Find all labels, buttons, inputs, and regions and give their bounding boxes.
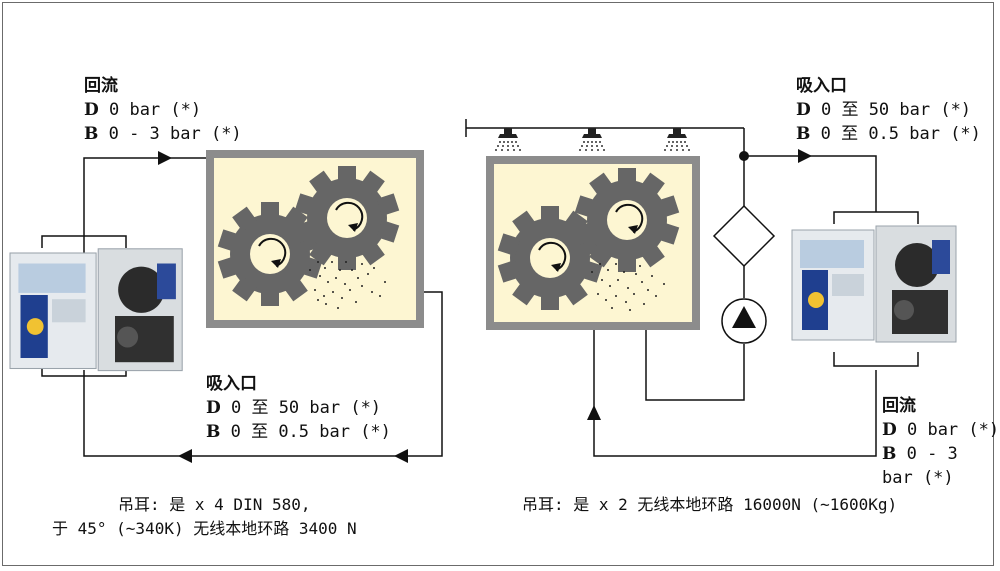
spray-nozzle-2-icon	[579, 128, 605, 151]
right-lifting-bracket-bottom	[833, 352, 919, 367]
left-intake-arrow-2	[178, 449, 192, 463]
left-intake-b-key: B	[206, 422, 221, 442]
right-return-b-value-cont: bar (*)	[882, 468, 954, 488]
right-intake-title: 吸入口	[796, 76, 847, 96]
left-machine-image	[9, 248, 183, 372]
left-return-arrow	[158, 151, 172, 165]
spray-nozzle-1-icon	[495, 128, 521, 151]
left-caption-line2: 于 45° (~340K) 无线本地环路 3400 N	[52, 519, 357, 538]
left-return-title: 回流	[84, 76, 118, 96]
right-particles	[591, 263, 665, 311]
left-return-b-value: 0 - 3 bar (*)	[98, 124, 242, 144]
left-intake-b-value: 0 至 0.5 bar (*)	[220, 422, 391, 442]
right-return-line	[587, 326, 877, 457]
left-return-d-key: D	[84, 100, 99, 120]
right-intake-b-key: B	[796, 124, 811, 144]
right-intake-d-value: 0 至 50 bar (*)	[810, 100, 972, 120]
right-return-arrow	[587, 405, 601, 420]
right-lifting-bracket-top	[833, 211, 919, 224]
right-return-b-value: 0 - 3	[896, 444, 958, 464]
right-intake-line	[744, 149, 877, 212]
right-machine-image	[791, 225, 957, 343]
diagram-frame	[2, 2, 994, 566]
left-gear-1	[216, 201, 324, 307]
left-return-d-value: 0 bar (*)	[98, 100, 202, 120]
right-intake-arrow	[798, 149, 812, 163]
pump-icon	[721, 298, 767, 344]
right-caption: 吊耳: 是 x 2 无线本地环路 16000N (~1600Kg)	[522, 495, 898, 514]
right-recirc-line	[645, 156, 745, 401]
right-return-label: 回流 D 0 bar (*) B 0 - 3 bar (*)	[882, 394, 999, 490]
spray-nozzle-3-icon	[664, 128, 690, 151]
right-gear-1	[496, 205, 604, 311]
right-return-d-key: D	[882, 420, 897, 440]
left-intake-d-value: 0 至 50 bar (*)	[220, 398, 382, 418]
left-return-label: 回流 D 0 bar (*) B 0 - 3 bar (*)	[84, 74, 242, 146]
left-intake-line	[83, 291, 443, 463]
left-lifting-bracket-top	[41, 235, 127, 248]
filter-icon	[712, 204, 776, 268]
left-caption-line1: 吊耳: 是 x 4 DIN 580,	[118, 495, 311, 514]
left-lifting-bracket-bottom	[41, 368, 127, 377]
right-return-title: 回流	[882, 396, 916, 416]
left-gear-2	[293, 165, 401, 271]
left-intake-label: 吸入口 D 0 至 50 bar (*) B 0 至 0.5 bar (*)	[206, 372, 391, 444]
right-return-b-key: B	[882, 444, 897, 464]
left-particles	[309, 261, 386, 309]
right-gear-2	[573, 167, 681, 273]
left-return-line	[83, 151, 210, 268]
left-return-b-key: B	[84, 124, 99, 144]
left-intake-arrow-1	[394, 449, 408, 463]
right-intake-d-key: D	[796, 100, 811, 120]
right-return-d-value: 0 bar (*)	[896, 420, 1000, 440]
right-intake-b-value: 0 至 0.5 bar (*)	[810, 124, 981, 144]
left-intake-title: 吸入口	[206, 374, 257, 394]
left-intake-d-key: D	[206, 398, 221, 418]
right-intake-label: 吸入口 D 0 至 50 bar (*) B 0 至 0.5 bar (*)	[796, 74, 981, 146]
